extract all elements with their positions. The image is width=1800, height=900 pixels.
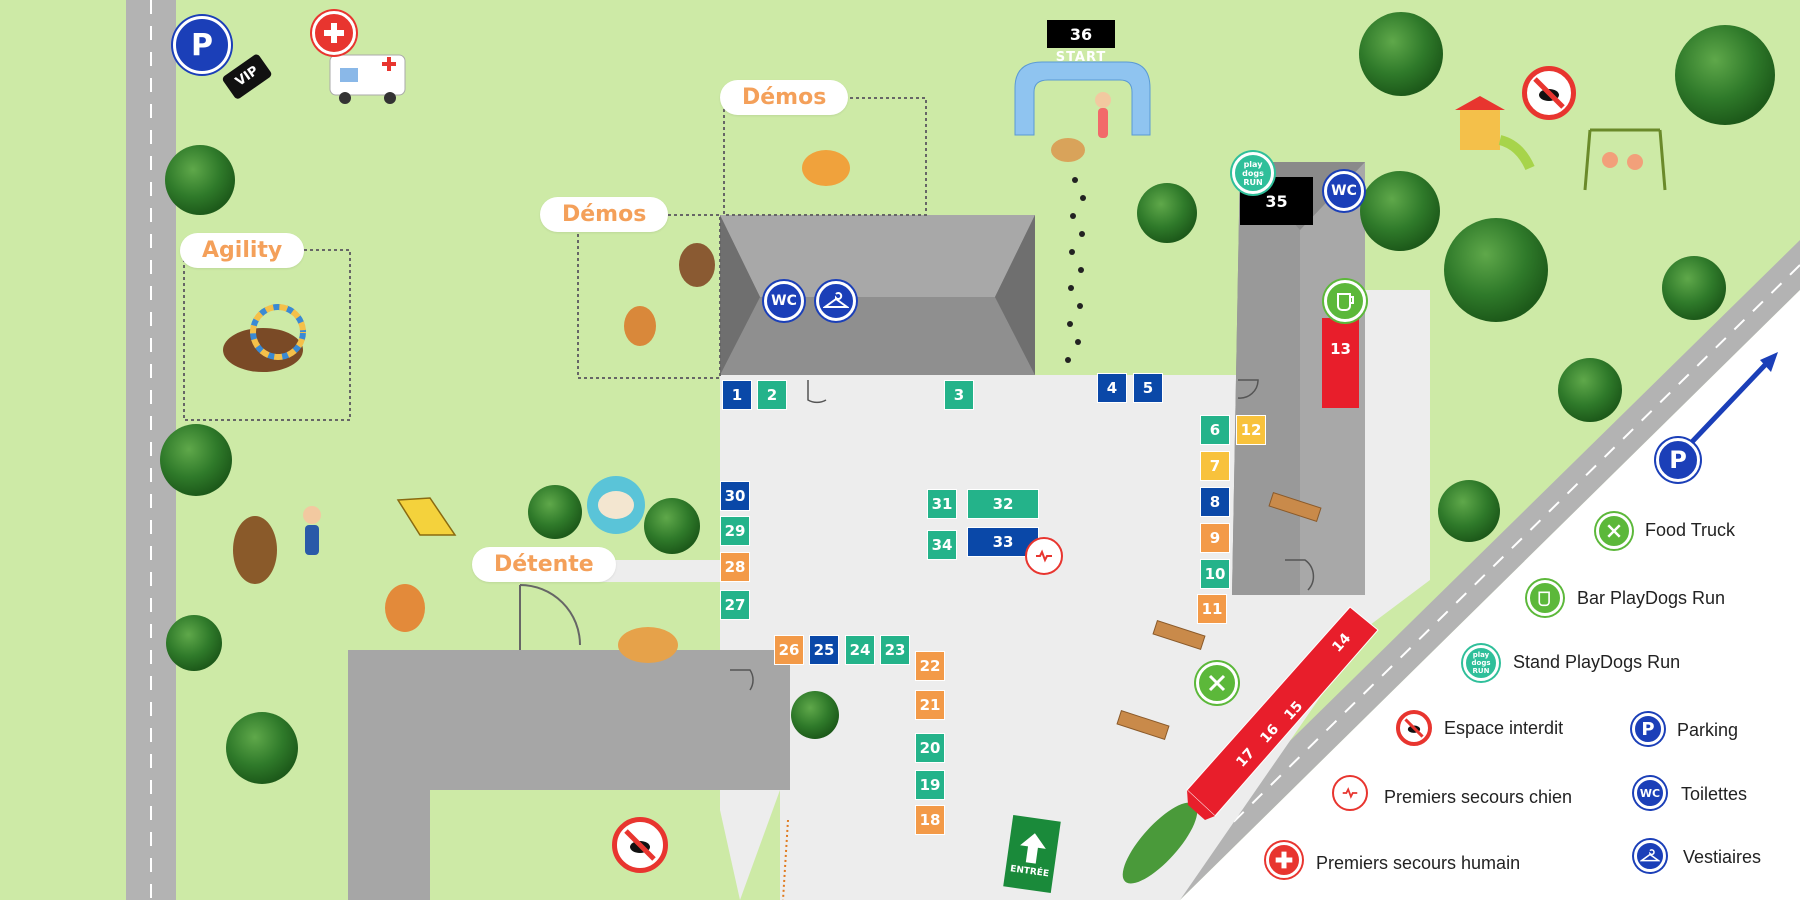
stand-18[interactable]: 18 <box>915 805 945 835</box>
stand-29[interactable]: 29 <box>720 516 750 546</box>
legend-food-truck-icon <box>1596 513 1632 549</box>
legend-cloakroom: Vestiaires <box>1683 847 1762 867</box>
stand-20[interactable]: 20 <box>915 733 945 763</box>
stand-13-block <box>1322 318 1359 408</box>
wc-icon-central[interactable]: WC <box>764 281 804 321</box>
paw-trail <box>1065 177 1086 363</box>
demos-left-area-border <box>577 214 721 379</box>
stand-7[interactable]: 7 <box>1200 451 1230 481</box>
stand-26[interactable]: 26 <box>774 635 804 665</box>
stand-9[interactable]: 9 <box>1200 523 1230 553</box>
legend-parking: Parking <box>1677 720 1739 740</box>
stand-21[interactable]: 21 <box>915 690 945 720</box>
start-label: START <box>1055 50 1107 65</box>
dog-illustrations <box>223 138 1085 663</box>
area-label-detente: Détente <box>472 547 616 582</box>
area-label-demos-top: Démos <box>720 80 849 115</box>
stand-12[interactable]: 12 <box>1236 415 1266 445</box>
people-illustrations <box>303 92 1111 555</box>
legend-stand: Stand PlayDogs Run <box>1513 652 1681 672</box>
parking-icon-road[interactable]: P <box>1656 438 1700 482</box>
stand-8[interactable]: 8 <box>1200 487 1230 517</box>
legend-cloakroom-icon <box>1634 840 1666 872</box>
entrance-sign[interactable]: ENTRÉE <box>1003 815 1061 893</box>
stand-5[interactable]: 5 <box>1133 373 1163 403</box>
legend-toilets: Toilettes <box>1681 784 1748 804</box>
human-first-aid-icon[interactable] <box>312 11 356 55</box>
food-truck-icon-map[interactable] <box>1196 662 1238 704</box>
demos-top-area-border <box>723 97 927 216</box>
stand-4[interactable]: 4 <box>1097 373 1127 403</box>
bushes <box>160 12 1775 884</box>
stand-24[interactable]: 24 <box>845 635 875 665</box>
legend-human-first-aid: Premiers secours humain <box>1316 853 1521 873</box>
stand-6[interactable]: 6 <box>1200 415 1230 445</box>
legend-bar-icon <box>1527 580 1563 616</box>
legend-dog-first-aid-icon <box>1332 775 1368 811</box>
legend-parking-icon: P <box>1632 713 1664 745</box>
building-bottom-left <box>348 650 790 900</box>
stand-27[interactable]: 27 <box>720 590 750 620</box>
legend-forbidden-icon <box>1396 710 1432 746</box>
stand-2[interactable]: 2 <box>757 380 787 410</box>
bar-stand-35: 35 <box>1240 177 1313 225</box>
stand-32[interactable]: 32 <box>967 489 1039 519</box>
legend-toilets-icon: WC <box>1634 777 1666 809</box>
legend-playdogs-icon: play dogs RUN <box>1463 645 1499 681</box>
stand-23[interactable]: 23 <box>880 635 910 665</box>
playground <box>1455 96 1667 191</box>
deckchair <box>396 497 457 536</box>
stand-13[interactable]: 13 <box>1330 340 1351 358</box>
arrow-up-icon <box>1020 833 1046 864</box>
stand-30[interactable]: 30 <box>720 481 750 511</box>
stand-31[interactable]: 31 <box>927 489 957 519</box>
wc-icon-bar[interactable]: WC <box>1324 171 1364 211</box>
legend-dog-first-aid: Premiers secours chien <box>1384 787 1573 807</box>
stand-19[interactable]: 19 <box>915 770 945 800</box>
area-label-agility: Agility <box>180 233 305 268</box>
picnic-tables <box>1116 491 1322 741</box>
bar-icon-map[interactable] <box>1324 280 1366 322</box>
stand-34[interactable]: 34 <box>927 530 957 560</box>
stand-3[interactable]: 3 <box>944 380 974 410</box>
playdogs-stand-icon-map[interactable]: play dogs RUN <box>1232 152 1274 194</box>
diagonal-road <box>1128 240 1800 900</box>
start-arch <box>1014 61 1151 136</box>
legend-forbidden: Espace interdit <box>1444 718 1564 738</box>
stand-22[interactable]: 22 <box>915 651 945 681</box>
stand-10[interactable]: 10 <box>1200 559 1230 589</box>
legend-bar: Bar PlayDogs Run <box>1577 588 1726 608</box>
arch-number: 36 <box>1047 20 1115 48</box>
legend-human-first-aid-icon <box>1266 842 1302 878</box>
parking-arrow <box>1688 363 1767 446</box>
stand-1[interactable]: 1 <box>722 380 752 410</box>
stand-11[interactable]: 11 <box>1197 594 1227 624</box>
forbidden-area-icon-top[interactable] <box>1522 66 1576 120</box>
ambulance <box>329 54 406 104</box>
stand-28[interactable]: 28 <box>720 552 750 582</box>
cloakroom-icon-central[interactable] <box>816 281 856 321</box>
area-label-demos-left: Démos <box>540 197 669 232</box>
forbidden-area-icon-bottom[interactable] <box>612 817 668 873</box>
legend-food-truck: Food Truck <box>1645 520 1736 540</box>
stand-25[interactable]: 25 <box>809 635 839 665</box>
vip-parking-icon[interactable]: P <box>173 16 231 74</box>
dog-first-aid-icon-map[interactable] <box>1025 537 1063 575</box>
